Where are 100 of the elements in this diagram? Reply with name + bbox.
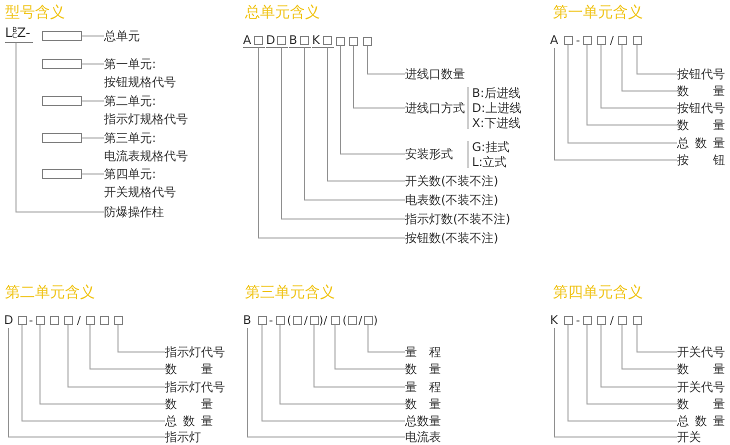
leader-line (568, 324, 678, 422)
code-box (582, 36, 592, 45)
code-box (36, 316, 44, 325)
description-text: 总单元 (104, 28, 140, 44)
description-text: 进线口方式 (405, 100, 465, 116)
description-text: 数量 (165, 361, 213, 377)
description-text: 数量 (165, 396, 213, 412)
leader-line (554, 328, 678, 438)
separator-symbol: / (304, 313, 308, 328)
separator-symbol: - (269, 313, 273, 328)
code-box (349, 36, 358, 46)
description-text: 开关规格代号 (104, 184, 176, 200)
option-text: L:立式 (472, 154, 507, 170)
description-text: 量程 (405, 379, 441, 395)
description-text: 开关 (677, 429, 701, 445)
code-letter: D (4, 313, 14, 328)
leader-line (586, 324, 678, 404)
leader-line (68, 324, 166, 388)
description-text: 数量 (677, 117, 725, 133)
description-text: 按钮代号 (677, 66, 725, 82)
code-box (42, 169, 82, 179)
code-box (596, 36, 606, 45)
description-text: 数量 (677, 396, 725, 412)
description-text: 电流表规格代号 (104, 148, 188, 164)
code-box (18, 316, 26, 325)
code-box (310, 316, 318, 325)
description-text: 第三单元: (104, 130, 156, 146)
leader-line (622, 44, 678, 92)
description-text: 开关代号 (677, 344, 725, 360)
code-box (618, 316, 626, 325)
code-box (330, 316, 340, 325)
description-text: 第二单元: (104, 93, 156, 109)
separator-symbol: ) (319, 313, 324, 328)
code-segment: D (266, 33, 288, 48)
leader-line (82, 100, 104, 102)
leader-line (554, 48, 678, 160)
description-text: 第一单元: (104, 56, 156, 72)
separator-symbol: ) (374, 313, 378, 328)
leader-line (600, 44, 678, 108)
code-box (564, 36, 572, 45)
leader-line (586, 44, 678, 126)
section-heading: 总单元含义 (245, 2, 320, 22)
description-text: 第四单元: (104, 166, 156, 182)
description-text: 电流表 (405, 429, 441, 445)
leader-line (262, 324, 406, 422)
description-text: 安装形式 (405, 146, 453, 162)
separator-symbol: - (576, 33, 580, 48)
description-text: 总数量 (677, 413, 725, 429)
leader-line (600, 324, 678, 388)
leader-line (304, 48, 406, 200)
separator-symbol: / (324, 313, 328, 328)
code-box (618, 36, 626, 45)
code-segment: B (289, 33, 311, 48)
description-text: 电表数(不装不注) (405, 192, 498, 208)
code-box (364, 316, 372, 325)
separator-symbol: ( (342, 313, 347, 328)
description-text: 数量 (677, 83, 725, 99)
code-box (276, 316, 284, 325)
code-box (258, 316, 266, 325)
leader-line (327, 48, 406, 182)
description-text: 按钮代号 (677, 100, 725, 116)
option-text: X:下进线 (472, 115, 520, 131)
separator-symbol: / (610, 33, 614, 48)
leader-line (90, 324, 166, 370)
code-box (292, 316, 302, 325)
code-box (50, 316, 58, 325)
code-box (42, 31, 82, 41)
leader-line (340, 45, 406, 154)
code-box (100, 316, 108, 325)
description-text: 指示灯 (165, 429, 201, 445)
leader-line (8, 328, 166, 438)
leader-line (281, 48, 406, 220)
description-text: 防爆操作柱 (104, 204, 164, 220)
separator-symbol: / (610, 313, 614, 328)
option-text: D:上进线 (472, 100, 522, 116)
leader-line (22, 324, 166, 422)
description-text: 数量 (405, 396, 441, 412)
description-text: 开关数(不装不注) (405, 173, 498, 189)
description-text: 指示灯代号 (165, 344, 225, 360)
separator-symbol: ( (287, 313, 292, 328)
description-text: 开关代号 (677, 379, 725, 395)
description-text: 指示灯代号 (165, 379, 225, 395)
leader-line (118, 324, 166, 352)
separator-symbol: / (77, 313, 81, 328)
section-heading: 第三单元含义 (245, 282, 335, 302)
description-text: 按钮 (677, 152, 725, 168)
code-box (42, 59, 82, 69)
code-box (363, 36, 372, 46)
section-heading: 第四单元含义 (553, 282, 643, 302)
separator-symbol: - (576, 313, 580, 328)
code-box (64, 316, 72, 325)
leader-line (280, 324, 406, 404)
section-heading: 第二单元含义 (5, 282, 95, 302)
leader-line (40, 324, 166, 404)
leader-line (568, 44, 678, 144)
code-segment: K (312, 33, 334, 48)
description-text: 数量 (405, 361, 441, 377)
code-letter: K (550, 313, 558, 328)
section-heading: 型号含义 (5, 2, 65, 22)
leader-line (368, 324, 406, 352)
